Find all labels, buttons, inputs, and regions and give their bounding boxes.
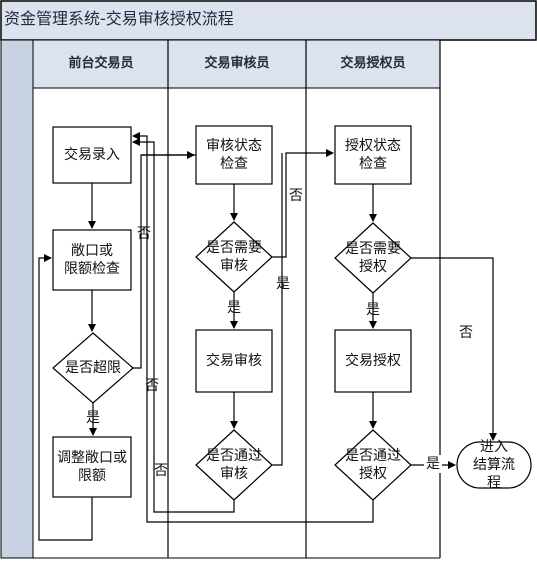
edge-label-need-review-no: 否	[289, 188, 303, 204]
label-auth: 交易授权	[345, 353, 401, 369]
label-auth-status-line2: 检查	[359, 156, 387, 172]
edge-overlimit-no	[133, 154, 196, 369]
label-limit-check-line1: 敞口或	[71, 243, 113, 259]
label-review-pass: 是否通过 审核	[206, 447, 262, 483]
label-auth-pass-line2: 授权	[359, 466, 387, 482]
lane-header-bar	[32, 39, 441, 89]
label-entry: 交易录入	[64, 147, 120, 163]
label-settle-line1: 进入	[480, 439, 508, 455]
label-review-status-line2: 检查	[220, 156, 248, 172]
edge-auth-pass-no	[132, 132, 374, 523]
label-need-auth-line1: 是否需要	[345, 241, 401, 257]
node-entry	[52, 126, 132, 184]
edge-label-overlimit-yes: 是	[86, 410, 100, 426]
label-limit-check-line2: 限额检查	[64, 261, 120, 277]
label-limit-check: 敞口或 限额检查	[64, 242, 120, 278]
edge-label-auth-fail-no: 否	[154, 463, 168, 479]
label-need-review-line2: 审核	[220, 258, 248, 274]
label-review-status: 审核状态 检查	[206, 137, 262, 173]
edge-label-need-auth-no: 否	[459, 325, 473, 341]
edge-label-review-fail-no: 否	[145, 378, 159, 394]
edge-label-need-auth-yes: 是	[366, 302, 380, 318]
title-bar	[0, 0, 537, 41]
label-auth-pass-line1: 是否通过	[345, 448, 401, 464]
label-review: 交易审核	[206, 353, 262, 369]
edge-label-review-pass-yes: 是	[276, 276, 290, 292]
label-review-pass-line2: 审核	[220, 466, 248, 482]
lane-header-reviewer: 交易审核员	[204, 56, 270, 71]
edge-need-auth-no	[411, 257, 497, 441]
edge-label-need-review-yes: 是	[227, 300, 241, 316]
label-settle-line2: 结算流程	[473, 457, 515, 491]
label-auth-pass: 是否通过 授权	[345, 447, 401, 483]
label-settle: 进入 结算流程	[473, 438, 516, 492]
label-need-auth: 是否需要 授权	[345, 240, 401, 276]
label-need-review-line1: 是否需要	[206, 240, 262, 256]
edge-label-auth-pass-yes: 是	[424, 455, 442, 473]
lane-header-frontdesk: 前台交易员	[68, 56, 134, 71]
page-title: 资金管理系统-交易审核授权流程	[4, 9, 234, 28]
edge-review-pass-yes	[272, 153, 283, 466]
edge-need-review-no	[272, 149, 334, 258]
label-review-pass-line1: 是否通过	[206, 448, 262, 464]
node-limit-check	[52, 229, 132, 291]
edge-adjust-back	[38, 254, 93, 541]
node-auth-status	[334, 125, 412, 185]
label-need-review: 是否需要 审核	[206, 239, 262, 275]
label-adjust: 调整敞口或 限额	[57, 449, 127, 485]
label-auth-status: 授权状态 检查	[345, 137, 401, 173]
edge-label-overlimit-no: 否	[137, 226, 151, 242]
node-settle	[456, 441, 532, 489]
label-review-status-line1: 审核状态	[206, 138, 262, 154]
label-auth-status-line1: 授权状态	[345, 138, 401, 154]
left-strip	[0, 39, 34, 559]
node-auth	[334, 329, 412, 393]
label-over-limit: 是否超限	[65, 360, 121, 376]
label-adjust-line2: 限额	[78, 468, 106, 484]
lane-header-authorizer: 交易授权员	[340, 56, 406, 71]
label-need-auth-line2: 授权	[359, 259, 387, 275]
label-adjust-line1: 调整敞口或	[57, 450, 127, 466]
